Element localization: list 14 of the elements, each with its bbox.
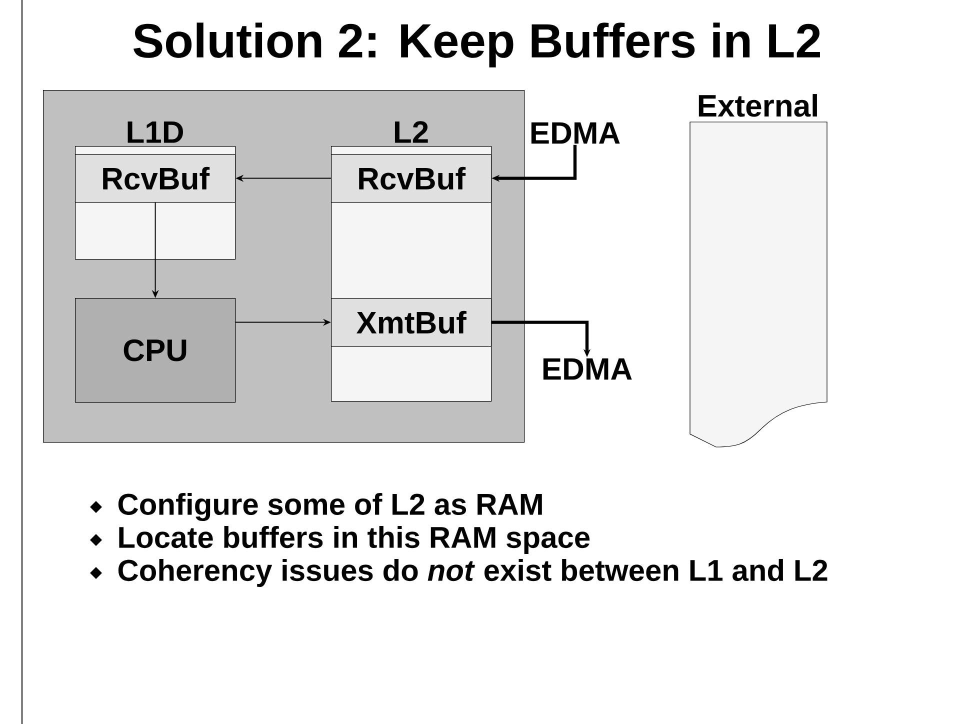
cpu-box: CPU: [75, 298, 236, 403]
title: Solution 2: Keep Buffers in L2: [133, 22, 820, 68]
edma-label: EDMA: [543, 358, 632, 380]
buffer-box: RcvBuf: [331, 154, 492, 203]
bullet-text: Configure some of L2 as RAM: [118, 492, 542, 522]
buffer-box: RcvBuf: [75, 154, 236, 203]
edma-label: EDMA: [531, 122, 620, 144]
bullet-text: Locate buffers in this RAM space: [119, 526, 590, 554]
node-label: L1D: [128, 121, 183, 143]
bullet-text: Coherency issues do not exist between L1 and L2: [118, 559, 828, 587]
external-memory: External: [690, 94, 828, 448]
node-label: L2: [394, 121, 428, 143]
buffer-box: XmtBuf: [331, 298, 492, 347]
node-label: External: [698, 94, 817, 117]
